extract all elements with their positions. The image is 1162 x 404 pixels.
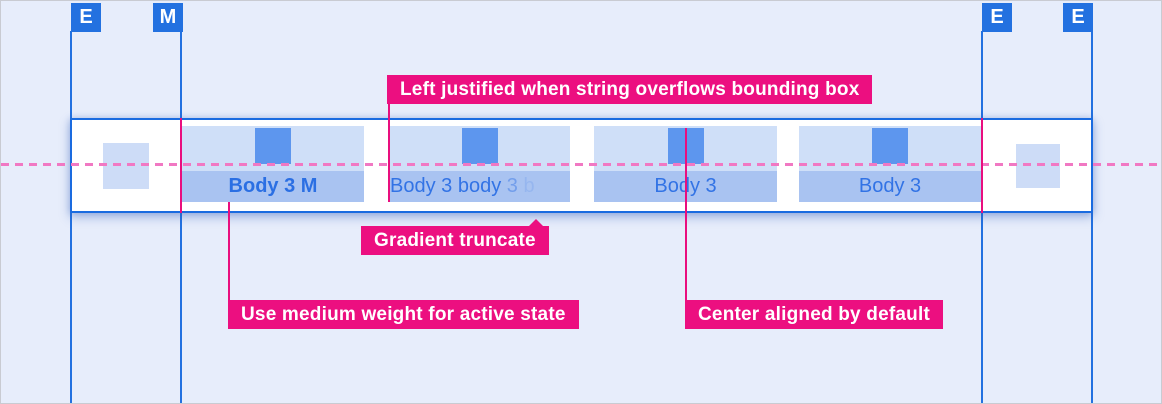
annotation-left-justified: Left justified when string overflows bou… [387,75,873,104]
guide-line-bar-left-edge [70,31,72,403]
pointer-up-icon [527,219,544,227]
redline-first-tab-start [180,118,182,213]
annotation-center-aligned: Center aligned by default [685,300,943,329]
badge-letter: E [1071,6,1085,28]
tab-icon [255,128,291,164]
tab-icon [461,128,498,164]
annotation-gradient-truncate: Gradient truncate [361,219,549,255]
icon-placeholder-right [1016,144,1060,188]
tab-icon [872,128,908,164]
guide-line-first-tab-start [180,31,182,403]
margin-badge-e-right-inner: E [982,3,1012,32]
tab-label-fade-segment: b [517,175,535,197]
guide-line-last-tab-end [981,31,983,403]
margin-badge-e-right-outer: E [1063,3,1093,32]
center-baseline-dashed-line [1,163,1161,166]
tab-label: Body 3 [799,171,981,202]
badge-letter: E [79,6,93,28]
redline-center-aligned-leader [685,128,687,300]
tab-label-fade-segment: 3 [501,175,518,197]
redline-active-weight-leader [228,202,230,300]
redline-last-tab-end [981,118,983,213]
badge-letter: E [990,6,1004,28]
annotation-medium-weight: Use medium weight for active state [228,300,579,329]
tab-label-text: Body 3 body [390,175,502,197]
guide-line-bar-right-edge [1091,31,1093,403]
annotation-text: Gradient truncate [374,230,536,251]
margin-badge-e-left: E [71,3,101,32]
tab-label: Body 3 M [182,171,364,202]
margin-badge-m: M [153,3,183,32]
badge-letter: M [159,6,177,28]
icon-placeholder-left [103,143,149,189]
tab-label: Body 3 body 3 b [389,171,570,202]
redline-overflow-leader [388,104,390,202]
